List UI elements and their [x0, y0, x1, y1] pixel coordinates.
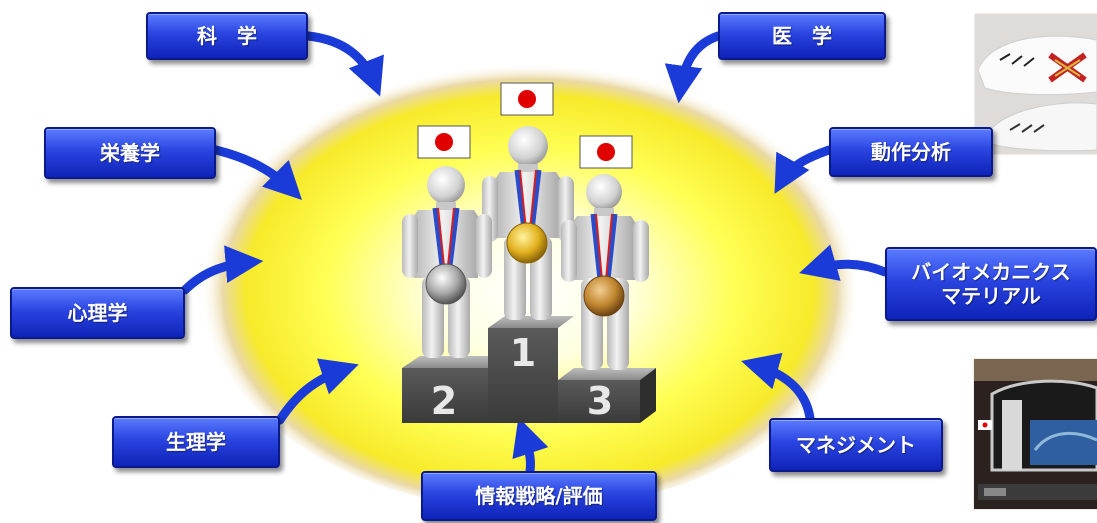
podium-number-1: 1	[510, 331, 536, 375]
figure-third-place	[561, 174, 649, 370]
label-biomechanics: バイオメカニクス マテリアル	[885, 247, 1097, 321]
arrows	[180, 31, 890, 476]
equipment-photo	[974, 359, 1097, 509]
arrow-management	[741, 352, 815, 423]
arrow-medicine	[664, 31, 723, 104]
arrow-biomechanics	[799, 244, 890, 281]
label-nutrition: 栄養学	[44, 127, 216, 179]
label-motion-analysis: 動作分析	[829, 127, 993, 177]
label-physiology: 生理学	[112, 416, 280, 468]
label-management: マネジメント	[769, 418, 943, 472]
figure-second-place	[402, 166, 492, 358]
arrow-motion	[774, 145, 834, 194]
arrow-psychology	[180, 245, 264, 295]
label-medicine: 医 学	[718, 12, 886, 60]
arrow-nutrition	[211, 145, 303, 201]
arrow-physiology	[275, 358, 359, 425]
bronze-medal	[583, 275, 625, 317]
flag-first	[500, 82, 554, 116]
gold-medal	[506, 222, 548, 264]
shoes-photo	[975, 14, 1097, 154]
label-science: 科 学	[146, 12, 308, 60]
arrow-science	[303, 31, 384, 97]
silver-medal	[425, 263, 467, 305]
podium-number-3: 3	[587, 379, 613, 423]
shoes-photo-art	[975, 14, 1097, 154]
arrow-information	[512, 417, 549, 476]
flag-third	[579, 135, 633, 169]
podium-number-2: 2	[431, 379, 457, 423]
machine-photo-art	[974, 359, 1097, 509]
label-psychology: 心理学	[10, 287, 185, 339]
flag-second	[417, 125, 471, 159]
label-information-strategy: 情報戦略/評価	[421, 471, 657, 521]
podium	[402, 316, 656, 423]
